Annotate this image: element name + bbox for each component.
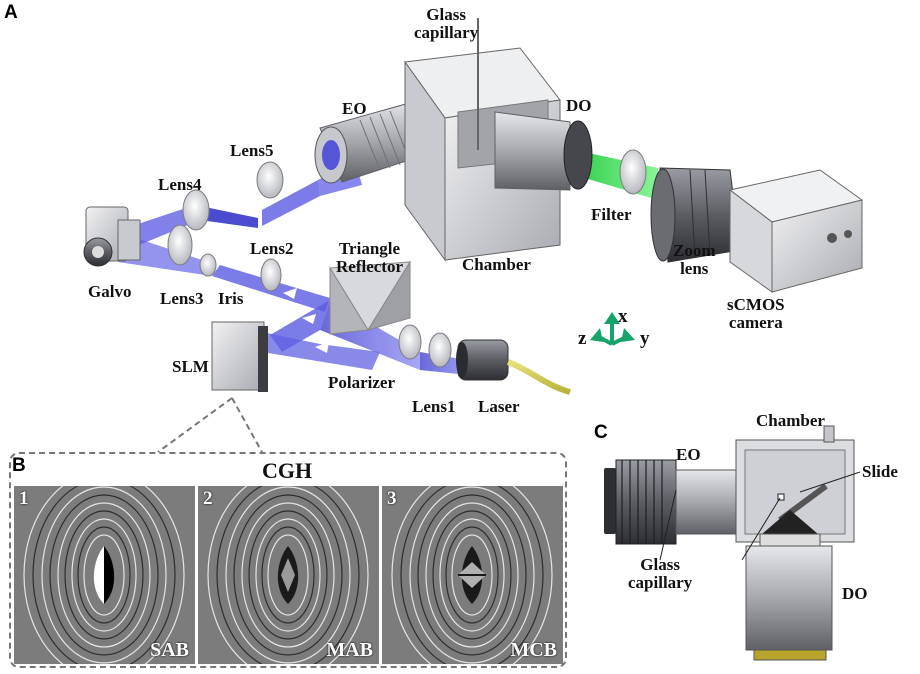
lens-mounts [167,149,647,368]
slm-label: SLM [172,357,209,376]
panel-c-drawing [604,425,861,661]
lens3-icon [167,224,193,266]
panel-c-label: C [594,422,608,443]
laser-label: Laser [478,397,520,416]
hologram-label: SAB [150,639,189,661]
lens4-icon [182,189,210,231]
coordinate-axes [590,312,635,346]
hologram-mab: 2 MAB [198,486,379,664]
panel-b-frame [9,452,567,668]
lens1-icon [428,332,452,368]
hologram-number: 1 [19,488,29,509]
lens5-label: Lens5 [230,141,274,160]
galvo-scanner [83,206,141,267]
filter-label: Filter [591,205,632,224]
triangle-reflector [329,260,411,335]
filter-icon [619,149,647,195]
iris-label: Iris [218,289,244,308]
iris-icon [199,253,217,277]
lens2-icon [260,258,282,292]
panel-c-slide-label: Slide [862,462,898,481]
lens2-label: Lens2 [250,239,294,258]
panel-b-label: B [12,455,26,476]
scmos-camera [728,169,864,293]
panel-c-chamber-label: Chamber [756,411,825,430]
hologram-label: MCB [510,639,557,661]
hologram-pattern [198,486,379,664]
cgh-title: CGH [262,458,313,483]
panel-a-label: A [4,2,18,23]
hologram-label: MAB [326,639,373,661]
galvo-label: Galvo [88,282,132,301]
eo-label: EO [342,99,367,118]
polarizer-label: Polarizer [328,373,396,392]
lens5-icon [256,161,284,199]
panel-c-do-label: DO [842,584,868,603]
hologram-pattern [14,486,195,664]
hologram-sab: 1 SAB [14,486,195,664]
hologram-mcb: 3 MCB [382,486,563,664]
axis-z-label: z [578,328,587,349]
axis-y-label: y [640,328,650,349]
lens1-label: Lens1 [412,397,456,416]
callout-lines [157,397,263,453]
detection-objective [494,111,593,191]
panel-c-eo-label: EO [676,445,701,464]
do-label: DO [566,96,592,115]
lens4-label: Lens4 [158,175,202,194]
chamber-label: Chamber [462,255,531,274]
hologram-number: 3 [387,488,397,509]
zoom-lens [650,167,741,263]
polarizer-icon [398,324,422,360]
slm-device [211,321,268,392]
lens3-label: Lens3 [160,289,204,308]
laser-source [456,339,571,395]
hologram-pattern [382,486,563,664]
hologram-number: 2 [203,488,213,509]
axis-x-label: x [618,306,628,327]
